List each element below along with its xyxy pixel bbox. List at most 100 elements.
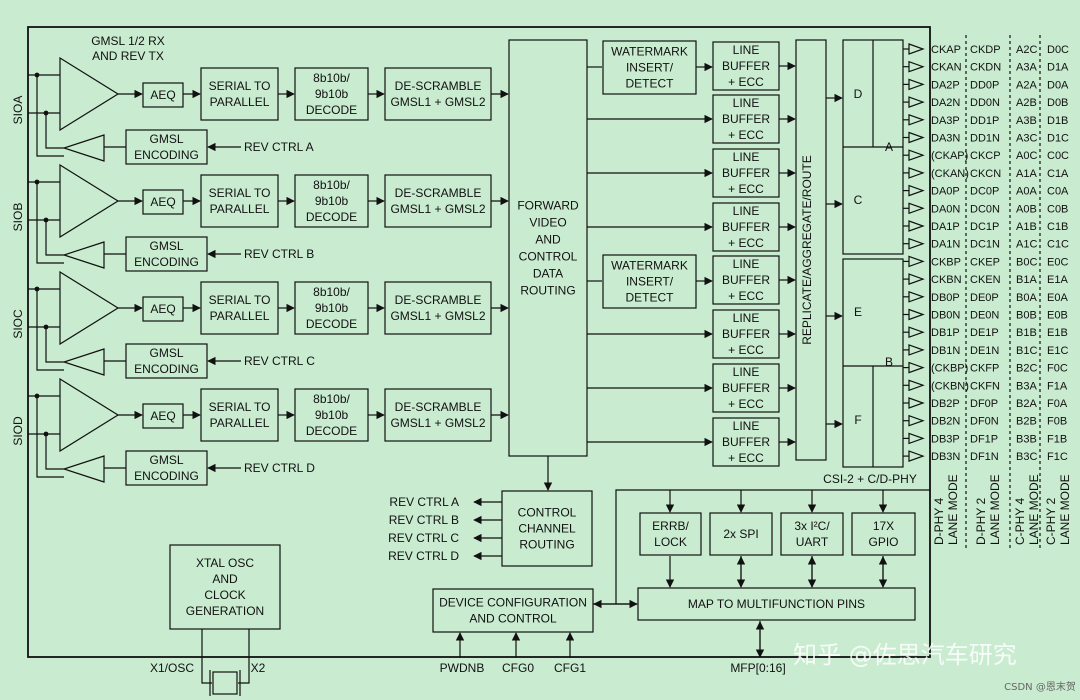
pin-name: DB2P bbox=[931, 398, 960, 410]
rev-ctrl-input-label: REV CTRL D bbox=[244, 461, 315, 475]
decode-block-label: 9b10b bbox=[315, 301, 349, 315]
driver-line bbox=[45, 327, 64, 363]
line-buffer-ecc-2-label: BUFFER bbox=[722, 112, 770, 126]
port-label-siob: SIOB bbox=[11, 203, 25, 232]
line-buffer-ecc-1-label: LINE bbox=[733, 43, 760, 57]
line-buffer-ecc-3-label: BUFFER bbox=[722, 166, 770, 180]
pin-name: A1B bbox=[1016, 221, 1037, 233]
line-buffer-ecc-7-label: LINE bbox=[733, 365, 760, 379]
watermark-block-1 bbox=[602, 40, 697, 95]
lane-mode-header: LANE MODE bbox=[1027, 474, 1041, 545]
pin-name: E0A bbox=[1047, 292, 1068, 304]
serial-to-parallel-block bbox=[200, 174, 279, 228]
forward-video-routing-block-label: ROUTING bbox=[520, 284, 575, 298]
driver-line bbox=[36, 289, 64, 371]
pin-name: D0C bbox=[1047, 44, 1069, 56]
driver-line bbox=[36, 75, 64, 157]
line-buffer-ecc-5 bbox=[712, 255, 780, 305]
lane-mode-header: LANE MODE bbox=[1058, 474, 1072, 545]
line-buffer-ecc-7-label: + ECC bbox=[728, 397, 764, 411]
rev-ctrl-input-label: REV CTRL A bbox=[244, 140, 314, 154]
serial-to-parallel-block-label: SERIAL TO bbox=[209, 400, 271, 414]
serial-to-parallel-block-label: SERIAL TO bbox=[209, 293, 271, 307]
pin-name: F1C bbox=[1047, 451, 1068, 463]
gpio-block-label: GPIO bbox=[868, 535, 898, 549]
watermark-block-2-label: DETECT bbox=[626, 291, 675, 305]
pin-name: DE1N bbox=[970, 345, 999, 357]
pin-name: B1B bbox=[1016, 327, 1037, 339]
i2c-uart-block-label: UART bbox=[796, 535, 829, 549]
decode-block-label: 8b10b/ bbox=[313, 285, 350, 299]
pin-name: DB1N bbox=[931, 345, 960, 357]
pin-name: DC0N bbox=[970, 203, 1000, 215]
decode-block bbox=[294, 281, 369, 335]
spi-block-label: 2x SPI bbox=[723, 527, 758, 541]
decode-block-label: 8b10b/ bbox=[313, 392, 350, 406]
title-label: GMSL 1/2 RX bbox=[91, 34, 165, 48]
pin-name: F0B bbox=[1047, 416, 1067, 428]
pin-name: DA1N bbox=[931, 239, 960, 251]
pin-name: E1C bbox=[1047, 345, 1068, 357]
pin-name: DB0N bbox=[931, 310, 960, 322]
descramble-block bbox=[384, 281, 492, 335]
phy-d-label: D bbox=[854, 87, 863, 101]
control-channel-routing-block-label: ROUTING bbox=[519, 538, 574, 552]
pin-cfg1-label: CFG1 bbox=[554, 661, 586, 675]
serial-to-parallel-block-label: SERIAL TO bbox=[209, 186, 271, 200]
pin-name: DD0P bbox=[970, 79, 999, 91]
pin-name: DA1P bbox=[931, 221, 960, 233]
pin-name: D1A bbox=[1047, 62, 1069, 74]
rev-ctrl-output-label: REV CTRL D bbox=[388, 549, 459, 563]
pin-name: DF0N bbox=[970, 416, 999, 428]
aeq-block-label: AEQ bbox=[150, 195, 175, 209]
decode-block-label: DECODE bbox=[306, 424, 357, 438]
line-buffer-ecc-4 bbox=[712, 202, 780, 252]
pin-x1-label: X1/OSC bbox=[150, 661, 194, 675]
line-buffer-ecc-6-label: BUFFER bbox=[722, 327, 770, 341]
pin-name: E1B bbox=[1047, 327, 1068, 339]
pin-name: DF1N bbox=[970, 451, 999, 463]
decode-block-label: DECODE bbox=[306, 103, 357, 117]
driver-line bbox=[36, 182, 64, 264]
rev-ctrl-input-label: REV CTRL B bbox=[244, 247, 314, 261]
watermark-block-2-label: WATERMARK bbox=[611, 259, 688, 273]
pin-name: A1C bbox=[1016, 239, 1037, 251]
forward-video-routing-block-label: VIDEO bbox=[529, 216, 566, 230]
gmsl-encoding-block-label: ENCODING bbox=[134, 255, 199, 269]
serial-to-parallel-block-label: PARALLEL bbox=[210, 416, 270, 430]
line-buffer-ecc-4-label: BUFFER bbox=[722, 220, 770, 234]
decode-block-label: 8b10b/ bbox=[313, 71, 350, 85]
descramble-block bbox=[384, 388, 492, 442]
pin-name: DE1P bbox=[970, 327, 999, 339]
decode-block bbox=[294, 388, 369, 442]
lane-mode-header: D-PHY 4 bbox=[932, 498, 946, 545]
pin-name: (CKBN) bbox=[931, 380, 969, 392]
rev-ctrl-output-label: REV CTRL A bbox=[389, 495, 459, 509]
reverse-driver bbox=[62, 241, 105, 269]
lane-mode-header: C-PHY 2 bbox=[1044, 498, 1058, 545]
descramble-block-label: GMSL1 + GMSL2 bbox=[390, 309, 485, 323]
pin-name: D0B bbox=[1047, 97, 1068, 109]
pin-name: A1A bbox=[1016, 168, 1037, 180]
lane-mode-header: C-PHY 4 bbox=[1013, 498, 1027, 545]
aeq-block-label: AEQ bbox=[150, 409, 175, 423]
gmsl-encoding-block-label: ENCODING bbox=[134, 469, 199, 483]
pin-name: DA3P bbox=[931, 115, 960, 127]
serial-to-parallel-block-label: PARALLEL bbox=[210, 95, 270, 109]
decode-block-label: DECODE bbox=[306, 210, 357, 224]
pin-name: B1C bbox=[1016, 345, 1037, 357]
pin-name: F0C bbox=[1047, 363, 1068, 375]
csi-label: CSI-2 + C/D-PHY bbox=[823, 472, 917, 486]
line-buffer-ecc-5-label: BUFFER bbox=[722, 273, 770, 287]
phy-f-label: F bbox=[854, 413, 861, 427]
reverse-driver bbox=[62, 455, 105, 483]
gmsl-encoding-block-label: ENCODING bbox=[134, 148, 199, 162]
aeq-block-label: AEQ bbox=[150, 88, 175, 102]
pin-name: A0A bbox=[1016, 186, 1037, 198]
pin-name: CKEP bbox=[970, 256, 1000, 268]
line-buffer-ecc-3 bbox=[712, 148, 780, 198]
serial-to-parallel-block-label: PARALLEL bbox=[210, 309, 270, 323]
control-channel-routing-block-label: CONTROL bbox=[518, 506, 577, 520]
pin-name: B3B bbox=[1016, 433, 1037, 445]
